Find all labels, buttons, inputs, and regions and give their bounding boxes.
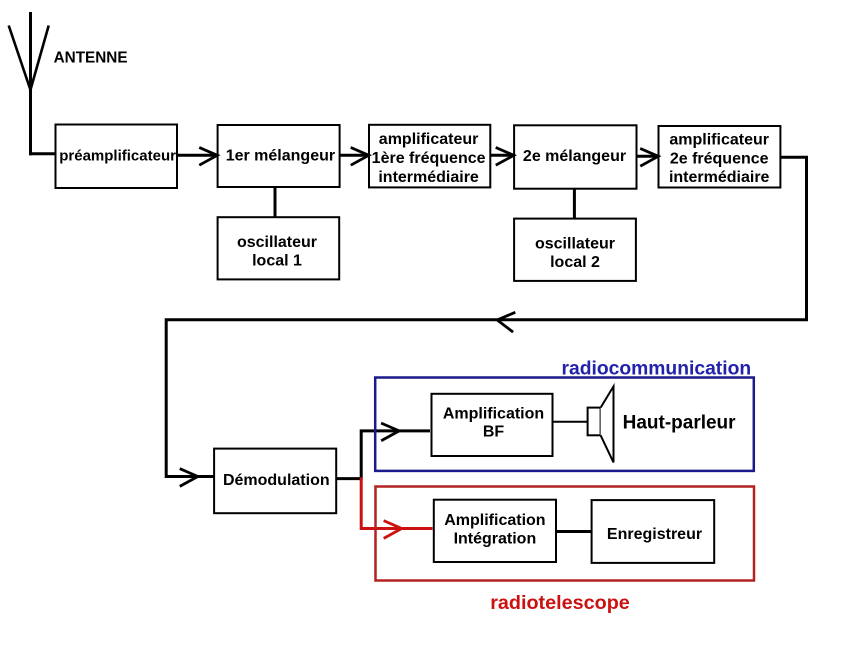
svg-text:oscillateur: oscillateur (535, 235, 615, 252)
svg-text:intermédiaire: intermédiaire (669, 169, 770, 186)
svg-text:radiotelescope: radiotelescope (490, 592, 630, 614)
svg-text:amplificateur: amplificateur (379, 131, 479, 148)
svg-text:Amplification: Amplification (444, 512, 545, 529)
svg-text:ANTENNE: ANTENNE (54, 50, 128, 67)
svg-text:radiocommunication: radiocommunication (562, 358, 752, 379)
svg-text:Amplification: Amplification (443, 406, 544, 423)
svg-text:1er mélangeur: 1er mélangeur (226, 147, 335, 164)
svg-text:Démodulation: Démodulation (223, 472, 330, 489)
svg-text:Haut-parleur: Haut-parleur (623, 413, 737, 434)
svg-text:Enregistreur: Enregistreur (607, 526, 702, 543)
svg-text:local 2: local 2 (550, 254, 600, 271)
svg-text:amplificateur: amplificateur (669, 131, 769, 148)
svg-text:2e fréquence: 2e fréquence (670, 150, 769, 167)
svg-text:BF: BF (483, 423, 505, 440)
svg-text:préamplificateur: préamplificateur (59, 147, 176, 164)
svg-text:Intégration: Intégration (454, 531, 537, 548)
svg-text:local 1: local 1 (252, 252, 302, 269)
svg-text:2e mélangeur: 2e mélangeur (523, 148, 626, 165)
svg-text:1ère fréquence: 1ère fréquence (372, 150, 486, 167)
svg-text:intermédiaire: intermédiaire (378, 169, 479, 186)
svg-text:oscillateur: oscillateur (237, 234, 317, 251)
